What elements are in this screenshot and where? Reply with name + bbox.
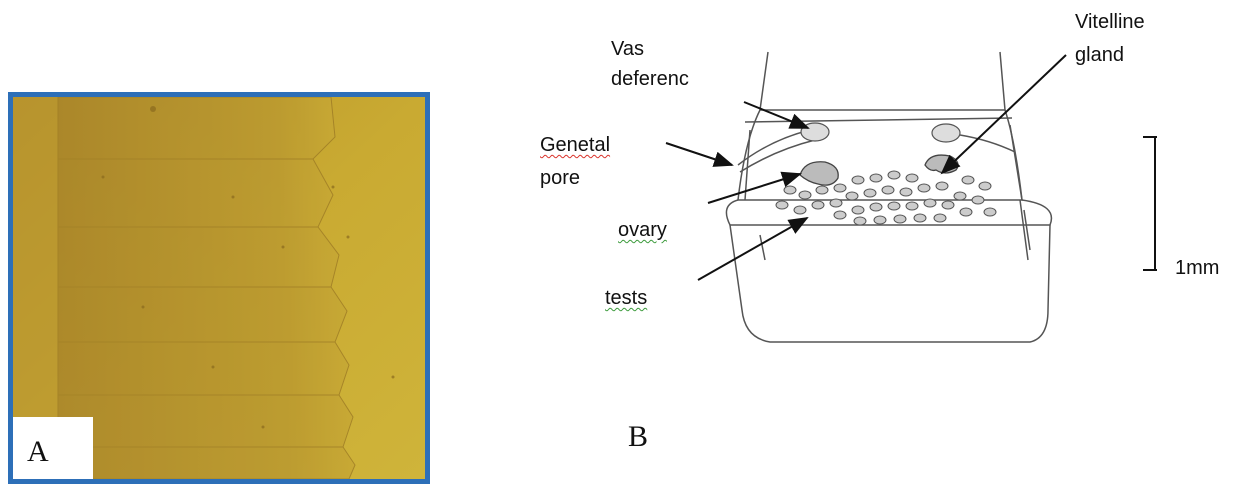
proglottid-outline [726,52,1051,342]
pointer-arrows [666,55,1066,280]
label-vas-deferens: Vas deferenc [611,37,689,91]
label-tests: tests [605,286,647,310]
label-genetal-line1: Genetal [540,134,610,156]
label-vitelline-gland: Vitelline gland [1075,10,1145,67]
panel-b-letter: B [628,420,648,454]
label-ovary: ovary [618,218,667,242]
scale-bar-label: 1mm [1175,256,1219,280]
label-tests-text: tests [605,287,647,309]
label-ovary-text: ovary [618,219,667,241]
vas-deferens-clusters [801,123,960,142]
label-genetal-pore: Genetal pore [540,133,610,190]
label-vitelline-line1: Vitelline [1075,10,1145,34]
scale-bar [1143,137,1157,270]
label-vitelline-line2: gland [1075,43,1145,67]
label-genetal-line2: pore [540,166,610,190]
label-vas-line1: Vas [611,37,689,61]
label-vas-line2: deferenc [611,67,689,91]
